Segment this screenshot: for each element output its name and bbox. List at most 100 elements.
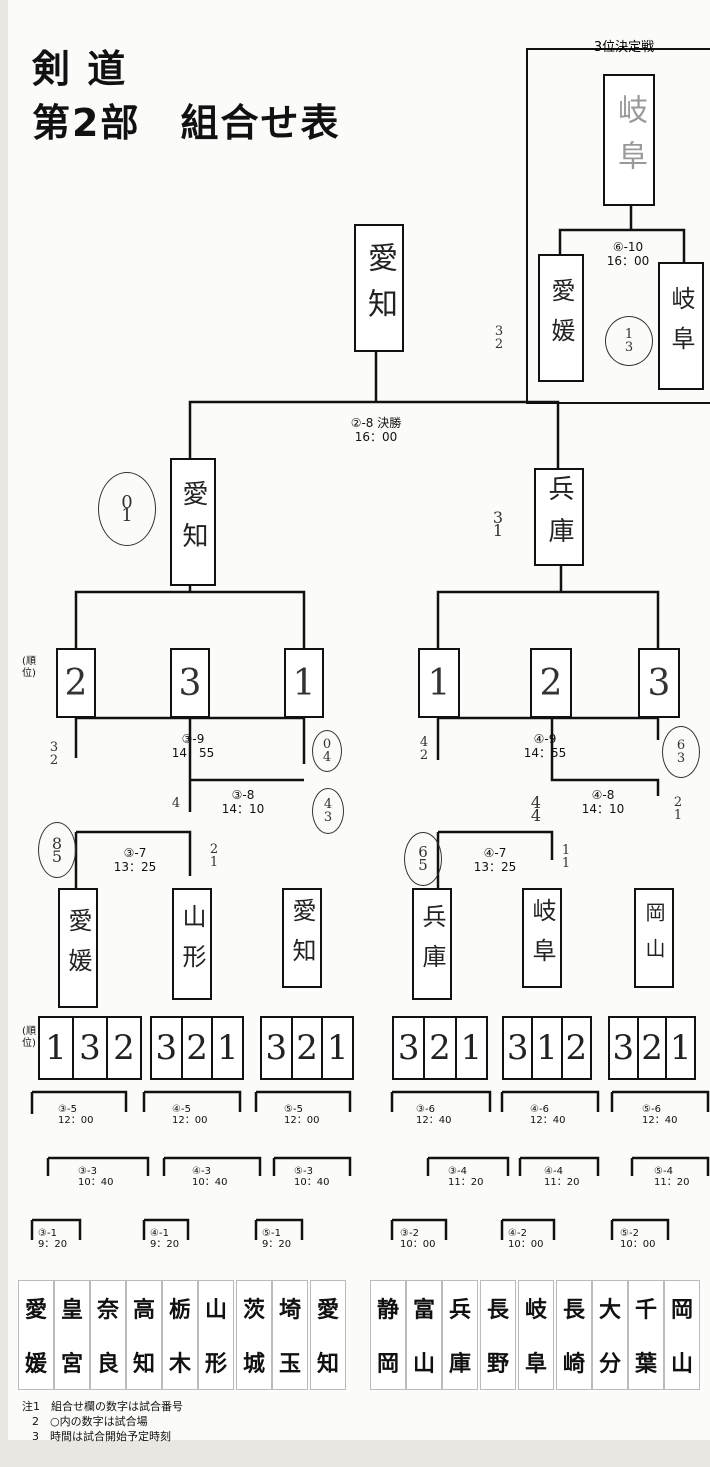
score-r9a: 4 2 (419, 735, 429, 763)
bracket-board: 剣 道 第2部 組合せ表 3位決定戦 (8, 0, 710, 1443)
score-r9b: 6 3 (662, 726, 700, 778)
block-rank-left-1: 2 (56, 648, 96, 718)
block-rank-left-2: 3 (170, 648, 210, 718)
group-winner-1: 愛媛 (58, 888, 98, 1008)
final-time: 16：00 (354, 430, 398, 444)
final-left-team: 愛知 (178, 480, 208, 564)
rank-label-top: (順 位) (22, 656, 36, 679)
block-rank-right-3: 3 (638, 648, 680, 718)
note-1: 注1 組合せ欄の数字は試合番号 (22, 1400, 183, 1413)
group-winner-4: 兵庫 (412, 888, 452, 1000)
score-r7b: 1 1 (561, 843, 571, 871)
third-place-left-team: 愛媛 (547, 278, 575, 358)
note-3: 3 時間は試合開始予定時刻 (32, 1430, 171, 1443)
team-card-4: 高知 (126, 1280, 162, 1390)
team-card-11: 富山 (406, 1280, 442, 1390)
third-place-right-team: 岐阜 (667, 286, 695, 366)
final-match: ②-8 決勝 (350, 416, 402, 430)
champion-team: 愛知 (362, 242, 397, 334)
team-card-15: 長崎 (556, 1280, 592, 1390)
block-rank-left-3: 1 (284, 648, 324, 718)
score-l9a: 3 2 (49, 740, 59, 768)
third-place-right-box: 岐阜 (658, 262, 704, 390)
team-card-3: 奈良 (90, 1280, 126, 1390)
sport-title: 剣 道 (32, 47, 128, 91)
rank-label-bottom: (順 位) (22, 1026, 36, 1049)
team-card-2: 皇宮 (54, 1280, 90, 1390)
score-l8b: 4 3 (312, 788, 344, 834)
team-card-10: 静岡 (370, 1280, 406, 1390)
score-l7a: 8 5 (38, 822, 76, 878)
champion-box: 愛知 (354, 224, 404, 352)
block-rank-right-1: 1 (418, 648, 460, 718)
score-r7a: 6 5 (404, 832, 442, 886)
final-right-score: 3 1 (492, 508, 504, 540)
team-card-7: 茨城 (236, 1280, 272, 1390)
note-2: 2 ○内の数字は試合場 (32, 1415, 148, 1428)
group-winner-6: 岡山 (634, 888, 674, 988)
team-card-8: 埼玉 (272, 1280, 308, 1390)
block-rank-right-2: 2 (530, 648, 572, 718)
final-left-score: 0 1 (98, 472, 156, 546)
third-place-left-score: 3 2 (494, 324, 504, 352)
third-place-match: ⑥-10 (612, 240, 644, 254)
group-winner-5: 岐阜 (522, 888, 562, 988)
third-place-frame: 3位決定戦 (526, 40, 710, 404)
score-r8b: 2 1 (673, 795, 683, 823)
group-winner-2: 山形 (172, 888, 212, 1000)
team-card-9: 愛知 (310, 1280, 346, 1390)
third-place-time: 16：00 (606, 254, 650, 268)
final-right-box: 兵庫 (534, 468, 584, 566)
team-card-5: 栃木 (162, 1280, 198, 1390)
team-card-6: 山形 (198, 1280, 234, 1390)
final-right-team: 兵庫 (544, 475, 574, 559)
team-card-14: 岐阜 (518, 1280, 554, 1390)
score-l9b: 0 4 (312, 730, 342, 772)
team-card-13: 長野 (480, 1280, 516, 1390)
team-card-16: 大分 (592, 1280, 628, 1390)
team-card-1: 愛媛 (18, 1280, 54, 1390)
third-place-right-score: 1 3 (605, 316, 653, 366)
third-place-winner: 岐阜 (612, 94, 647, 186)
score-l8a: 4 (171, 795, 181, 811)
score-r8a: 4 4 (530, 793, 542, 825)
third-place-left-box: 愛媛 (538, 254, 584, 382)
score-l7b: 2 1 (209, 842, 219, 870)
group-winner-3: 愛知 (282, 888, 322, 988)
division-title: 第2部 組合せ表 (32, 101, 341, 145)
third-place-winner-box: 岐阜 (603, 74, 655, 206)
team-card-18: 岡山 (664, 1280, 700, 1390)
team-card-17: 千葉 (628, 1280, 664, 1390)
